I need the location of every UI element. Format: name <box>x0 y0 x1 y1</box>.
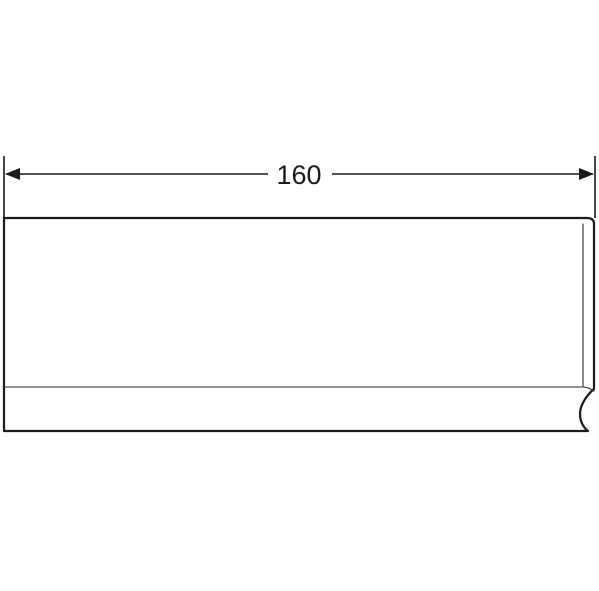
arrow-left-icon <box>5 168 20 180</box>
panel-outline <box>2 216 596 433</box>
dimension-value: 160 <box>276 160 321 190</box>
panel-lip-curve <box>583 386 595 392</box>
arrow-right-icon <box>579 168 594 180</box>
